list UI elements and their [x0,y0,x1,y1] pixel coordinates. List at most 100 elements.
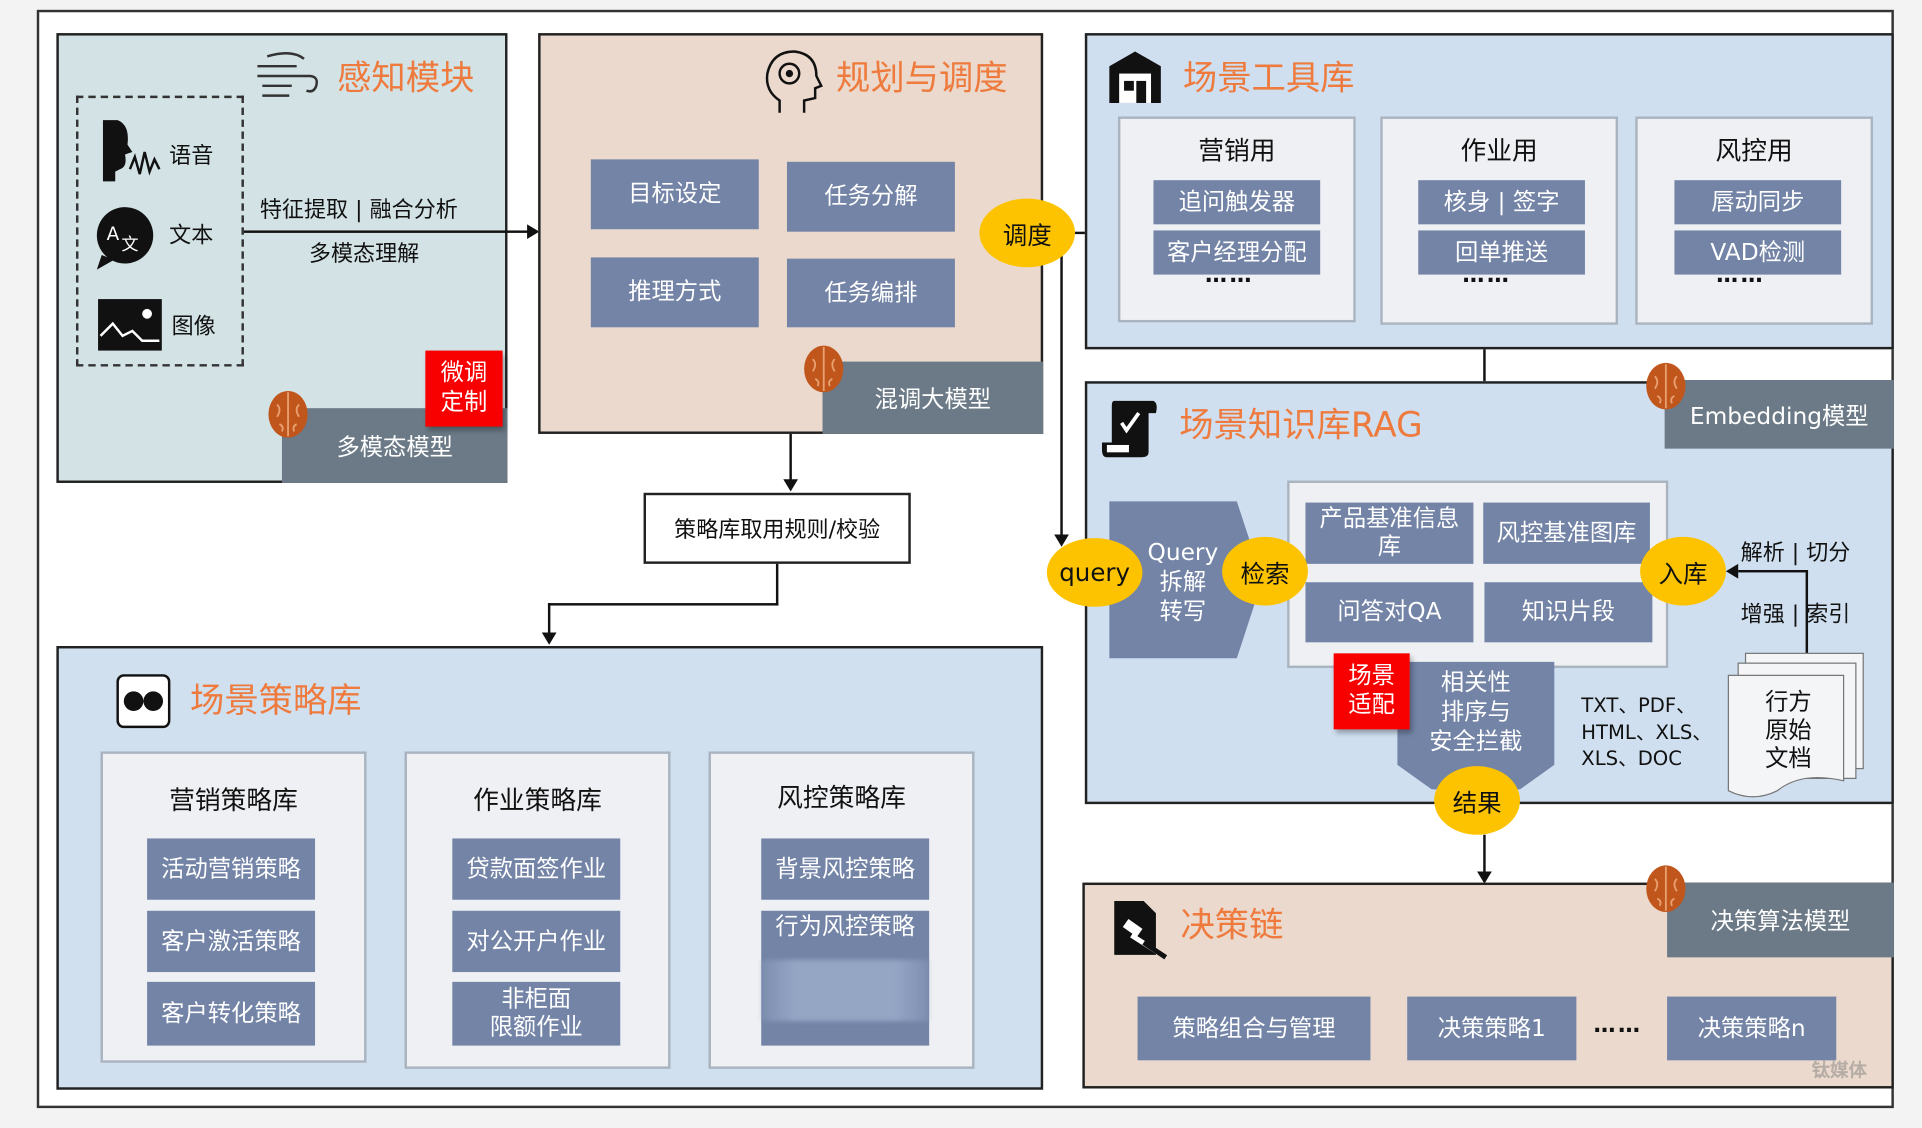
strategy-item: 贷款面签作业 [452,838,621,900]
arrowhead-icon [527,224,540,240]
input-modalities-box [75,95,244,367]
arrowhead-icon [1477,871,1492,884]
ranking-pentagon [1397,661,1555,790]
arrowhead-icon [1725,563,1739,579]
tool-item: 核身 | 签字 [1418,180,1585,225]
scene-adapt-badge: 场景 适配 [1333,653,1410,730]
arrow-dispatch-to-query [1060,232,1063,537]
kb-item: 知识片段 [1484,582,1653,643]
file-formats-label: TXT、PDF、 HTML、XLS、 XLS、DOC [1581,693,1712,771]
planning-title: 规划与调度 [835,57,1008,99]
task-orchestration-box: 任务编排 [786,258,955,328]
column-title: 风控策略库 [777,783,906,813]
connector [1805,571,1809,655]
strategy-management-box: 策略组合与管理 [1137,996,1371,1061]
checklist-scroll-icon [1101,400,1157,458]
arrowhead-icon [541,632,557,645]
arrowhead-icon [1054,534,1069,547]
strategy-item: 客户转化策略 [147,981,316,1046]
goal-setting-box: 目标设定 [590,159,759,230]
more-dots: …… [1716,262,1766,289]
decision-algorithm-model: 决策算法模型 [1667,882,1894,958]
tool-item: 客户经理分配 [1153,230,1321,275]
more-dots: …… [1462,262,1512,289]
arrow-rules-to-strategy [547,603,551,635]
input-text-label: 文本 [169,223,214,249]
column-title: 营销用 [1198,136,1276,166]
fine-tune-badge: 微调 定制 [425,350,503,427]
kb-item: 问答对QA [1305,582,1474,643]
enhance-index-label: 增强 | 索引 [1740,601,1851,628]
svg-text:文: 文 [121,235,138,255]
blurred-region [761,959,930,1022]
column-title: 风控用 [1715,136,1793,166]
task-decomposition-box: 任务分解 [786,161,955,232]
input-voice-label: 语音 [169,143,214,170]
decision-strategy-n: 决策策略n [1667,996,1837,1061]
watermark: 钛媒体 [1811,1059,1867,1082]
reasoning-mode-box: 推理方式 [590,257,759,328]
decision-title: 决策链 [1180,904,1284,946]
perception-title: 感知模块 [337,57,475,99]
svg-text:A: A [107,224,120,245]
arrow-planning-to-rules [789,433,792,483]
head-gear-icon [765,50,823,113]
query-rewrite-chevron [1109,501,1263,659]
embedding-model-label: Embedding模型 [1689,402,1869,430]
strategy-item: 客户激活策略 [147,910,316,973]
brain-icon [804,345,844,393]
arrow-result-to-decision [1483,834,1486,874]
hybrid-llm: 混调大模型 [822,361,1044,434]
result-node: 结果 [1434,766,1520,835]
store-icon [1109,51,1161,103]
arrowhead-icon [783,479,798,492]
feature-extraction-label: 特征提取 | 融合分析 [259,197,458,224]
more-dots: …… [1593,1012,1643,1039]
query-node: query [1046,538,1143,607]
strategy-item: 非柜面 限额作业 [452,981,621,1046]
image-icon [98,299,162,351]
strategy-item: 对公开户作业 [452,910,621,973]
ranking-label: 相关性 排序与 安全拦截 [1429,669,1523,755]
rag-title: 场景知识库RAG [1179,404,1423,445]
kb-item: 风控基准图库 [1483,502,1650,564]
retrieve-node: 检索 [1222,536,1308,606]
strategy-item: 活动营销策略 [147,838,316,900]
connector [547,603,779,606]
tool-item: 追问触发器 [1153,180,1321,225]
column-title: 营销策略库 [169,785,298,816]
more-dots: …… [1204,262,1254,289]
tool-item: VAD检测 [1674,230,1842,275]
dispatch-node: 调度 [979,198,1076,268]
connector [1483,349,1486,382]
arrow-perception-to-planning [243,230,529,233]
connector [775,563,779,606]
embedding-model: Embedding模型 [1664,379,1894,449]
documents-stack-icon [1727,652,1864,798]
column-title: 作业用 [1460,136,1538,166]
tool-item: 回单推送 [1418,230,1585,275]
brain-icon [268,391,308,438]
multimodal-understanding-label: 多模态理解 [308,241,420,268]
gavel-doc-icon [1114,900,1168,960]
strategy-item: 背景风控策略 [761,838,930,900]
brain-icon [1646,362,1686,410]
query-rewrite-label: Query 拆解 转写 [1147,539,1219,625]
two-dots-icon [116,674,171,729]
decision-model-label: 决策算法模型 [1710,908,1851,936]
strategy-title: 场景策略库 [189,680,362,721]
tools-title: 场景工具库 [1182,57,1355,99]
raw-documents-label: 行方 原始 文档 [1765,688,1812,772]
input-image-label: 图像 [171,313,216,340]
brain-icon [1646,865,1686,912]
strategy-rules-box: 策略库取用规则/校验 [643,492,911,564]
hybrid-llm-label: 混调大模型 [874,386,992,414]
column-title: 作业策略库 [473,785,602,816]
decision-strategy-1: 决策策略1 [1407,996,1577,1061]
wind-icon [257,52,318,97]
parse-split-label: 解析 | 切分 [1740,540,1851,567]
kb-item: 产品基准信息库 [1305,502,1474,564]
speaking-head-icon [102,120,161,182]
